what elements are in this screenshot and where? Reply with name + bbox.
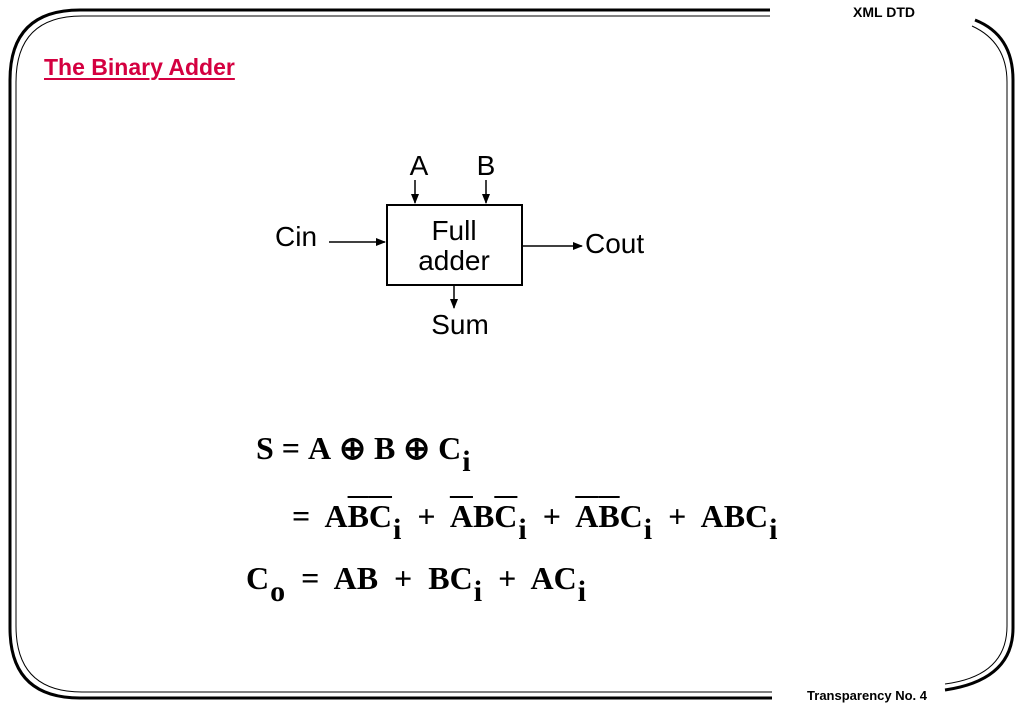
eq3-lhs-sub: o (270, 575, 286, 608)
eq1-c-sub: i (462, 445, 471, 478)
eq2-t1-a: A (324, 498, 348, 534)
eq1-xor2: ⊕ (403, 430, 431, 466)
eq1-a: A (308, 430, 332, 466)
eq3-lhs: C (246, 560, 270, 596)
eq2-t4-a: A (700, 498, 724, 534)
full-adder-diagram: Full adder A B Cin Cout Sum (275, 150, 644, 340)
eq2-t3-a: A (575, 498, 599, 534)
eq2-t2-b: B (472, 498, 495, 534)
eq1-c: C (438, 430, 462, 466)
eq2-t4-sub: i (769, 513, 778, 546)
eq3-t2-sub: i (473, 575, 483, 608)
eq2-t2-c: C (494, 498, 518, 534)
slide-title: The Binary Adder (44, 54, 235, 80)
equation-carry-out: Co = AB + BCi + ACi (246, 560, 586, 607)
eq1-lhs: S (256, 430, 274, 466)
eq2-t3-sub: i (643, 513, 653, 546)
eq2-t2-sub: i (518, 513, 527, 546)
sum-label: Sum (431, 309, 489, 340)
eq3-t2: BC (428, 560, 473, 596)
block-label-line1: Full (431, 215, 476, 246)
adder-equations: S=A⊕B⊕Ci = ABCi + ABCi + ABCi + ABCi Co … (240, 426, 780, 616)
eq2-t2-a: A (449, 498, 473, 534)
eq1-xor1: ⊕ (339, 430, 366, 466)
eq2-t1-sub: i (393, 513, 402, 546)
eq2-plus2: + (542, 498, 561, 534)
eq3-t3-sub: i (577, 575, 587, 608)
eq2-t1-c: C (368, 498, 393, 534)
eq2-t3-c: C (619, 498, 643, 534)
eq3-plus1: + (394, 560, 413, 596)
eq2-t4-b: B (723, 498, 746, 534)
eq2-t3-b: B (598, 498, 620, 534)
eq2-plus1: + (417, 498, 436, 534)
footer-label: Transparency No. 4 (807, 688, 927, 703)
carry-out-label: Cout (585, 228, 644, 259)
input-a-label: A (410, 150, 429, 181)
input-b-label: B (477, 150, 496, 181)
header-title: XML DTD (853, 4, 915, 20)
eq2-equals: = (292, 498, 311, 534)
carry-in-label: Cin (275, 221, 317, 252)
eq3-t1: AB (333, 560, 379, 596)
eq2-t1-b: B (347, 498, 369, 534)
eq1-equals: = (281, 430, 301, 466)
eq2-plus3: + (668, 498, 687, 534)
equation-sum: S=A⊕B⊕Ci (256, 430, 471, 477)
eq1-b: B (373, 430, 396, 466)
eq3-plus2: + (498, 560, 517, 596)
block-label-line2: adder (418, 245, 490, 276)
eq3-t3: AC (530, 560, 577, 596)
eq3-equals: = (301, 560, 320, 596)
eq2-t4-c: C (745, 498, 769, 534)
adder-block (386, 204, 523, 286)
equation-sum-expanded: = ABCi + ABCi + ABCi + ABCi (284, 498, 778, 545)
